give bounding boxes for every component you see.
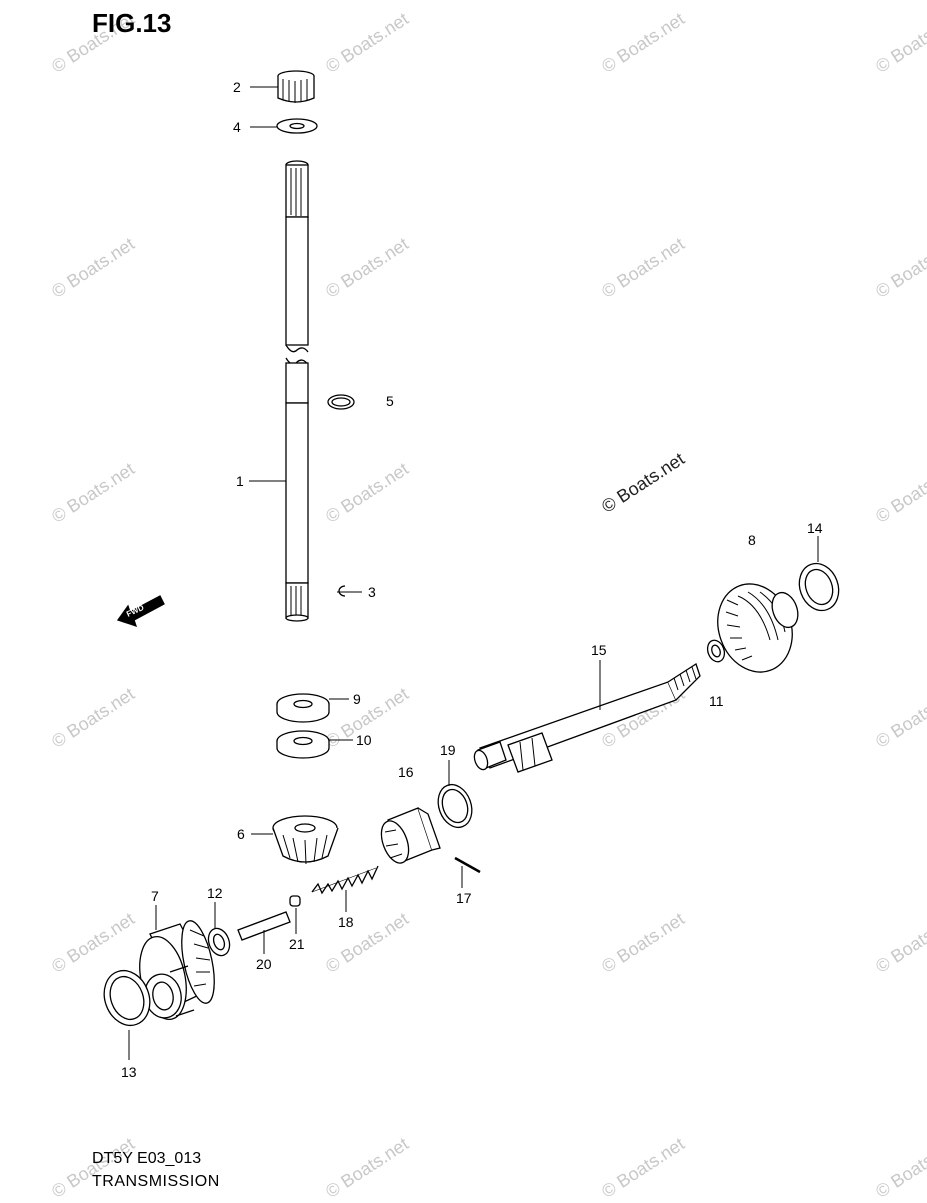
- washer-drawing: [276, 118, 318, 134]
- part-label: 10: [356, 732, 372, 748]
- pinion-gear-drawing: [277, 70, 315, 103]
- part-label: 20: [256, 956, 272, 972]
- bevel-gear-drawing: [272, 815, 339, 865]
- part-labels: 2 4 1 5 3 9 10 6 7 12 13 8 14 15 11 16 1…: [121, 79, 823, 1080]
- gear-washer-drawing: [207, 927, 231, 957]
- propeller-shaft-drawing: [473, 663, 701, 773]
- part-label: 12: [207, 885, 223, 901]
- small-washer-drawing: [706, 639, 726, 663]
- clip-drawing: [338, 585, 346, 597]
- part-label: 6: [237, 826, 245, 842]
- fwd-arrow-icon: [116, 595, 165, 628]
- part-label: 4: [233, 119, 241, 135]
- part-label: 2: [233, 79, 241, 95]
- figure-name: TRANSMISSION: [92, 1173, 220, 1190]
- pin-drawing: [454, 856, 481, 874]
- ball-drawing: [289, 895, 301, 907]
- shaft-ring-drawing: [327, 394, 355, 410]
- part-label: 21: [289, 936, 305, 952]
- part-label: 18: [338, 914, 354, 930]
- part-label: 13: [121, 1064, 137, 1080]
- part-label: 14: [807, 520, 823, 536]
- part-label: 19: [440, 742, 456, 758]
- part-label: 15: [591, 642, 607, 658]
- drive-shaft-drawing: [285, 160, 309, 622]
- spring-drawing: [311, 865, 379, 895]
- part-label: 1: [236, 473, 244, 489]
- part-label: 16: [398, 764, 414, 780]
- reverse-washer-drawing: [103, 969, 151, 1027]
- thrust-washer-drawing: [798, 562, 840, 612]
- figure-code: DT5Y E03_013: [92, 1150, 202, 1167]
- shim-drawing: [276, 693, 330, 759]
- reverse-gear-drawing: [139, 920, 215, 1020]
- clutch-ring-drawing: [437, 783, 473, 829]
- part-label: 11: [709, 693, 724, 709]
- part-label: 9: [353, 691, 361, 707]
- part-label: 3: [368, 584, 376, 600]
- part-label: 17: [456, 890, 472, 906]
- leader-lines: [128, 86, 819, 1060]
- part-label: 7: [151, 888, 159, 904]
- push-rod-drawing: [237, 911, 291, 941]
- figure-title: FIG.13: [92, 8, 172, 38]
- part-label: 8: [748, 532, 756, 548]
- clutch-drawing: [380, 807, 441, 864]
- part-label: 5: [386, 393, 394, 409]
- forward-gear-drawing: [717, 583, 799, 673]
